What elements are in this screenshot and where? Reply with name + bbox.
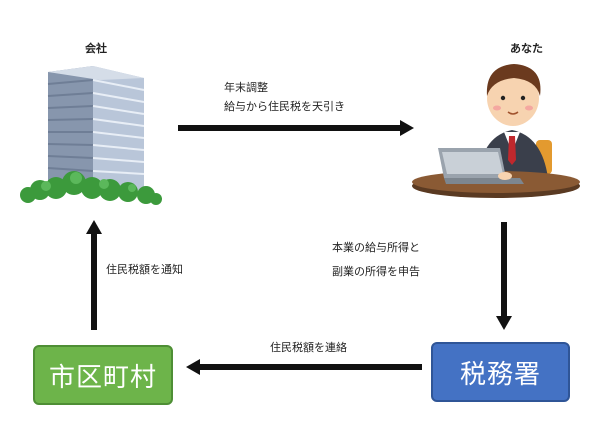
flow-you-to-tax-line1: 本業の給与所得と (332, 241, 420, 254)
flow-you-to-tax-line2: 副業の所得を申告 (332, 265, 420, 278)
flow-tax-to-city: 住民税額を連絡 (270, 341, 347, 354)
arrow-company-to-you (178, 120, 414, 136)
flow-company-to-you-line2: 給与から住民税を天引き (224, 100, 345, 113)
building-icon (20, 66, 162, 205)
person-at-desk-icon (412, 64, 580, 198)
arrow-tax-office-to-city (186, 359, 422, 375)
flow-company-to-you-line1: 年末調整 (224, 81, 268, 94)
flow-city-to-company: 住民税額を通知 (106, 263, 183, 276)
company-label: 会社 (85, 42, 107, 55)
arrow-city-to-company (86, 220, 102, 330)
city-node: 市区町村 (33, 345, 173, 405)
you-label: あなた (510, 42, 543, 55)
arrow-you-to-tax-office (496, 222, 512, 330)
tax-office-node: 税務署 (431, 342, 570, 402)
